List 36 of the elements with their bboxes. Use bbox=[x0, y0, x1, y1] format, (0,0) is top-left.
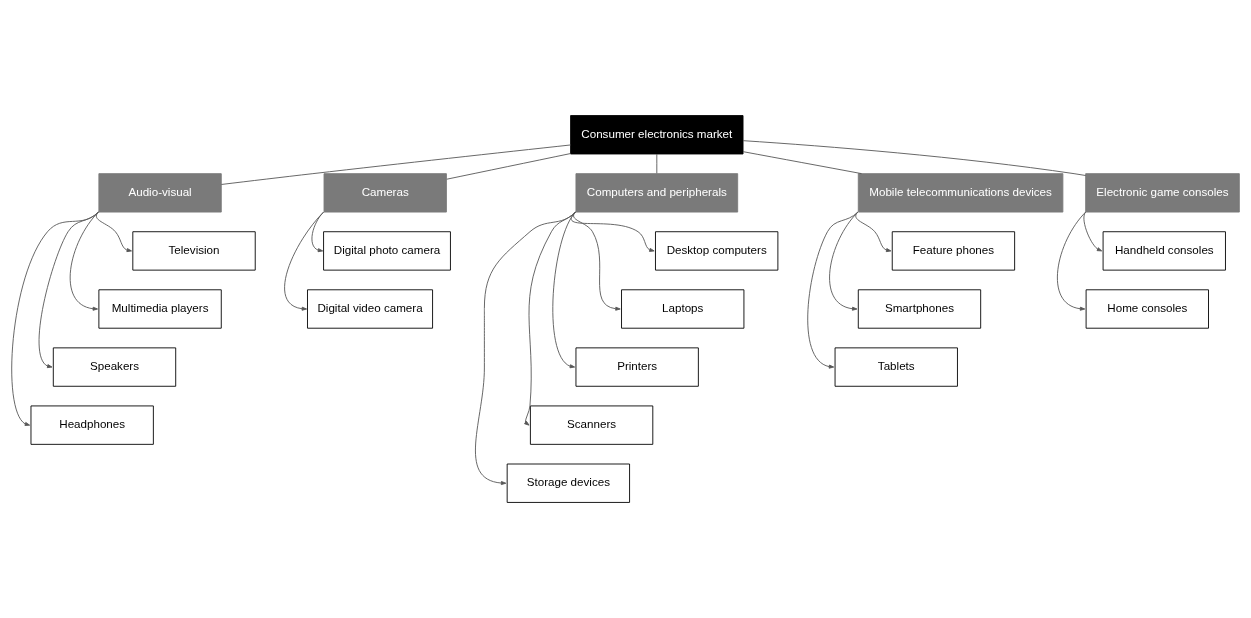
connector bbox=[742, 140, 1087, 176]
connector bbox=[220, 144, 571, 185]
node-box: Feature phones bbox=[891, 231, 1016, 271]
connector bbox=[656, 153, 658, 174]
node-box: Home consoles bbox=[1085, 289, 1209, 329]
node-box: Audio-visual bbox=[98, 173, 222, 213]
node-box: Speakers bbox=[52, 347, 177, 387]
connector bbox=[446, 153, 571, 180]
node-box: Laptops bbox=[621, 289, 745, 329]
node-box: Television bbox=[132, 231, 256, 271]
node-box: Scanners bbox=[529, 405, 654, 445]
arrow bbox=[38, 211, 99, 369]
node-box: Storage devices bbox=[506, 463, 630, 503]
node-box: Digital photo camera bbox=[323, 231, 451, 271]
arrow bbox=[573, 211, 621, 311]
arrow bbox=[11, 211, 99, 426]
arrow bbox=[475, 211, 576, 486]
node-box: Cameras bbox=[323, 173, 447, 213]
connector bbox=[742, 151, 862, 175]
node-box: Electronic game consoles bbox=[1085, 173, 1240, 213]
arrow bbox=[284, 211, 324, 311]
node-box: Computers and peripherals bbox=[575, 173, 739, 213]
node-box: Multimedia players bbox=[98, 289, 222, 329]
node-box: Headphones bbox=[30, 405, 154, 445]
node-box: Consumer electronics market bbox=[570, 115, 744, 155]
node-box: Smartphones bbox=[857, 289, 982, 329]
node-box: Digital video camera bbox=[307, 289, 433, 329]
node-box: Desktop computers bbox=[655, 231, 779, 271]
arrow bbox=[1083, 211, 1103, 252]
node-box: Printers bbox=[575, 347, 699, 387]
node-box: Handheld consoles bbox=[1102, 231, 1226, 271]
node-box: Tablets bbox=[834, 347, 958, 387]
node-box: Mobile telecommunications devices bbox=[857, 173, 1064, 213]
arrow bbox=[855, 211, 892, 253]
arrow bbox=[1056, 211, 1087, 311]
arrow bbox=[807, 211, 859, 369]
